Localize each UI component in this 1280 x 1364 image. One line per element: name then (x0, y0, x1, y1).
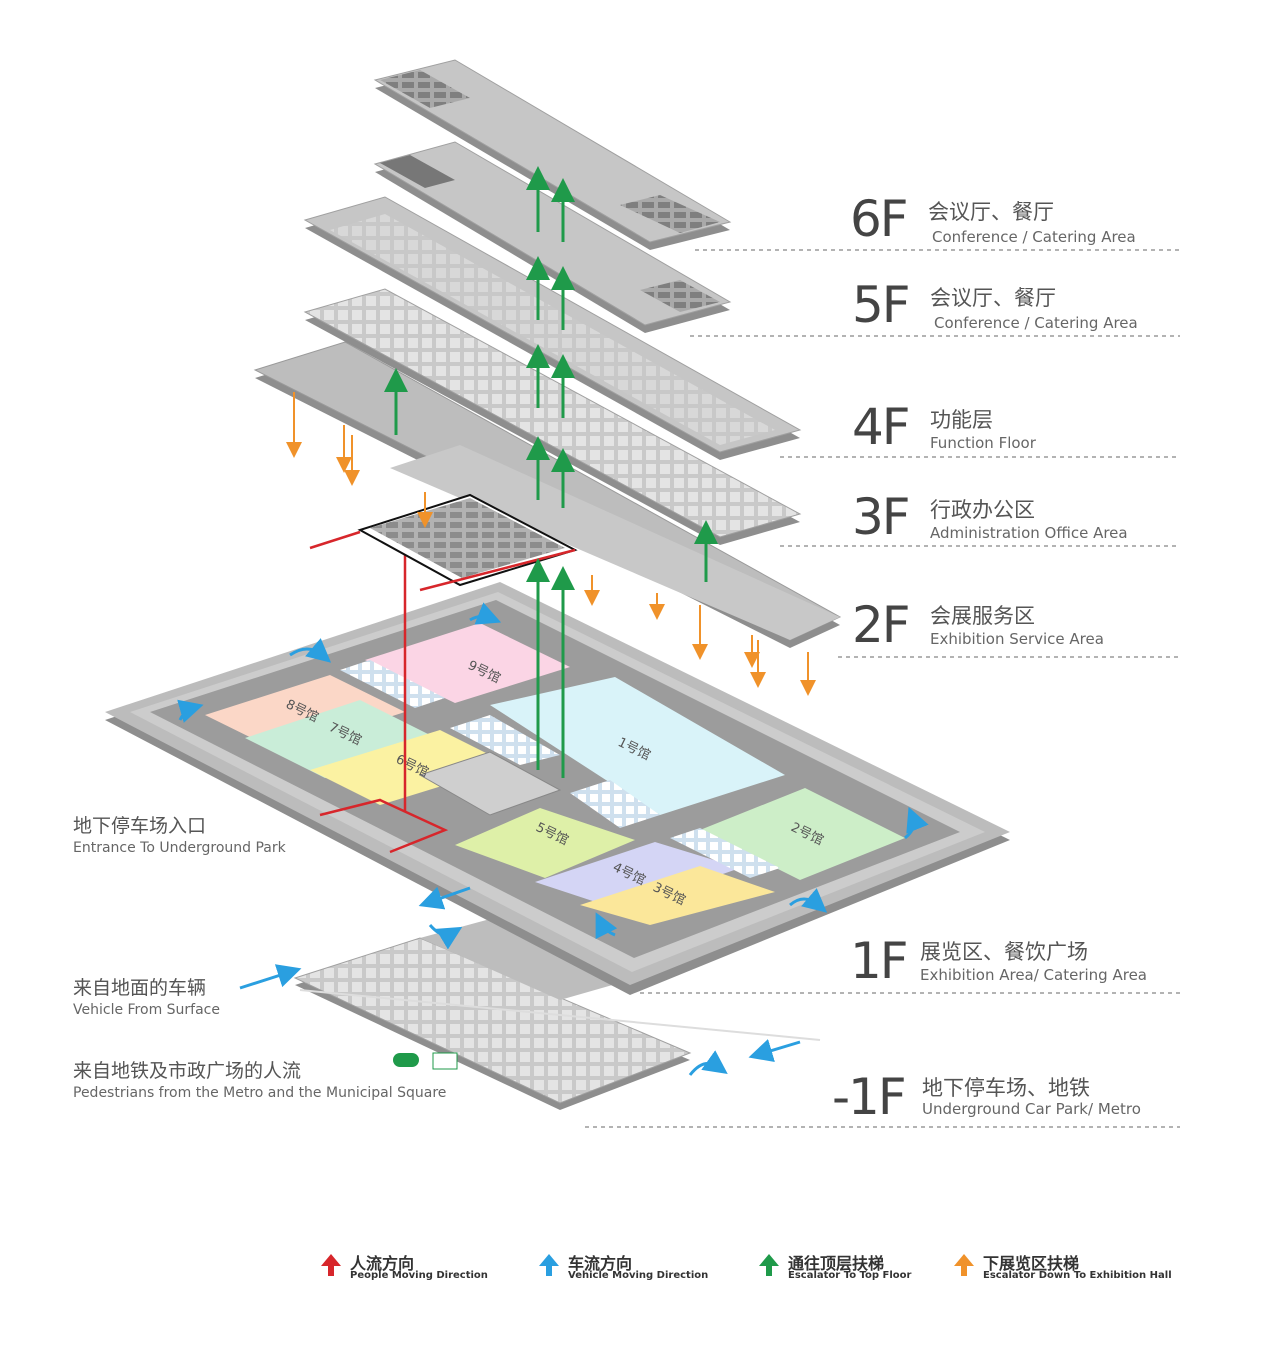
pedestrian-entry-icon (432, 1052, 458, 1070)
floor-name-cn: 会议厅、餐厅 (928, 200, 1054, 224)
legend-people-cn: 人流方向 (350, 1254, 415, 1273)
floor-number: -1F (832, 1068, 907, 1126)
floor-number: 6F (850, 190, 909, 248)
vehicle-label: 来自地面的车辆 Vehicle From Surface (73, 973, 220, 1018)
hall-6 (310, 730, 510, 805)
floor-name-cn: 地下停车场、地铁 (922, 1076, 1090, 1100)
legend-escalator-down-en: Escalator Down To Exhibition Hall (983, 1270, 1172, 1281)
blue-arrow-icon (539, 1254, 559, 1276)
floor-leader-lines (585, 249, 1180, 1128)
floor-name-en: Exhibition Area/ Catering Area (920, 966, 1147, 984)
floor-name-cn: 功能层 (930, 408, 993, 432)
hall-8 (205, 675, 405, 752)
floor-name-en: Conference / Catering Area (932, 228, 1136, 246)
vehicle-label-cn: 来自地面的车辆 (73, 977, 207, 999)
legend-escalator-up-cn: 通往顶层扶梯 (788, 1254, 885, 1273)
escalators-down-2f (286, 392, 816, 696)
entrance-label-en: Entrance To Underground Park (73, 840, 286, 856)
legend-escalator-down-cn: 下展览区扶梯 (983, 1254, 1080, 1273)
pedestrian-label-cn: 来自地铁及市政广场的人流 (73, 1060, 302, 1082)
floor-name-en: Conference / Catering Area (934, 314, 1138, 332)
vehicle-arrows-minus1 (239, 924, 801, 1076)
entrance-label-cn: 地下停车场入口 (73, 815, 207, 837)
entrance-label: 地下停车场入口 Entrance To Underground Park (73, 811, 286, 856)
floor-name-cn: 行政办公区 (930, 498, 1035, 522)
hall-3 (580, 866, 775, 925)
floor-6f-slab (373, 59, 732, 250)
vehicle-label-en: Vehicle From Surface (73, 1002, 220, 1018)
floor-name-en: Function Floor (930, 434, 1036, 452)
legend-escalator-up-en: Escalator To Top Floor (788, 1270, 912, 1281)
legend-vehicle-cn: 车流方向 (568, 1254, 633, 1273)
green-arrow-icon (759, 1254, 779, 1276)
hall-4 (535, 842, 740, 910)
pedestrian-label: 来自地铁及市政广场的人流 Pedestrians from the Metro … (73, 1056, 446, 1101)
exhibition-halls (205, 623, 905, 925)
floor-number: 3F (852, 488, 911, 546)
floor-name-en: Underground Car Park/ Metro (922, 1100, 1141, 1118)
floor-name-en: Exhibition Service Area (930, 630, 1104, 648)
floor-number: 5F (852, 276, 911, 334)
floor-name-cn: 会议厅、餐厅 (930, 286, 1056, 310)
floor-number: 1F (850, 932, 909, 990)
orange-arrow-icon (954, 1254, 974, 1276)
red-arrow-icon (321, 1254, 341, 1276)
floor-number: 4F (852, 398, 911, 456)
floor-4f-slab (303, 196, 802, 460)
metro-icon (393, 1053, 419, 1067)
hall-7 (245, 700, 440, 778)
escalators-to-top (384, 166, 718, 778)
legend-people-en: People Moving Direction (350, 1270, 488, 1281)
floor-5f-slab (373, 141, 732, 333)
pedestrian-label-en: Pedestrians from the Metro and the Munic… (73, 1085, 447, 1101)
floor-name-cn: 会展服务区 (930, 604, 1035, 628)
hall-2 (700, 788, 905, 880)
floor-name-cn: 展览区、餐饮广场 (920, 940, 1088, 964)
hall-5 (455, 808, 635, 878)
floor-3f-slab (303, 288, 802, 545)
floor-number: 2F (852, 596, 911, 654)
floor-name-en: Administration Office Area (930, 524, 1128, 542)
legend-vehicle-en: Vehicle Moving Direction (568, 1270, 709, 1281)
hall-9 (365, 623, 570, 703)
vehicle-arrows-1f (177, 602, 929, 940)
